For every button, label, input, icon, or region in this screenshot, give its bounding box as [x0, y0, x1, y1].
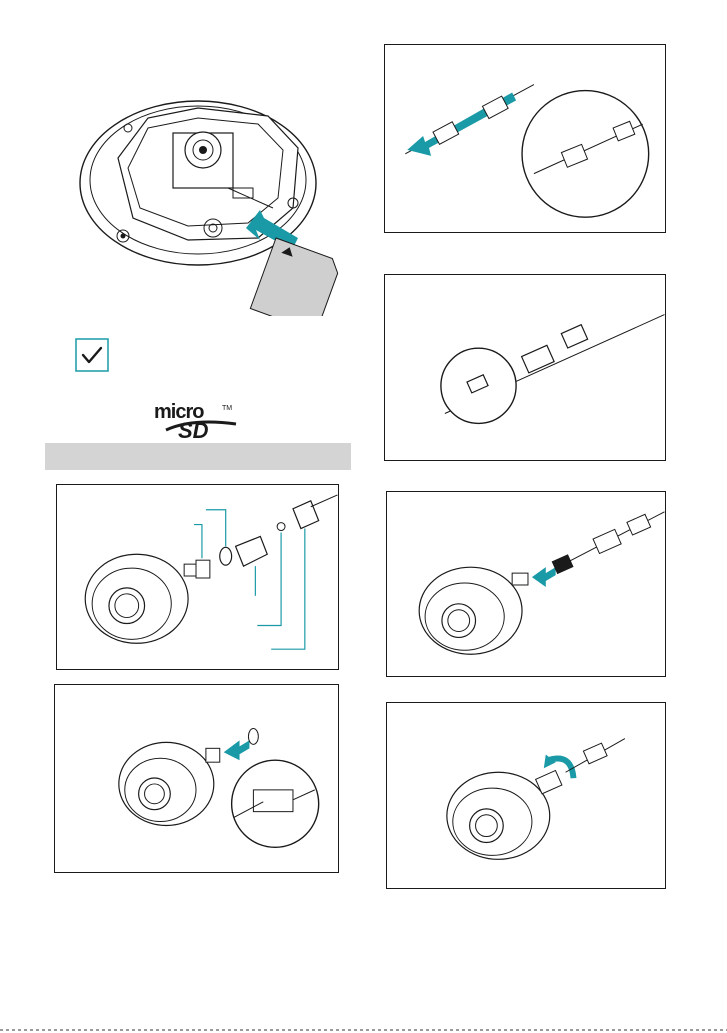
microsd-logo: micro TM SD: [152, 400, 242, 440]
page-edge-rule: [0, 1029, 727, 1031]
cable-gland-parts-figure: [56, 484, 339, 670]
connect-camera-figure: [386, 491, 666, 677]
checkmark-note-icon: [75, 338, 109, 372]
insert-washer-figure: [54, 684, 339, 873]
rj45-connector-figure: [384, 274, 666, 461]
strip-cable-figure: [384, 44, 666, 233]
microsd-trademark: TM: [222, 405, 232, 412]
tighten-gland-figure: [386, 702, 666, 889]
sd-card-insertion-figure: [78, 88, 358, 316]
section-heading-bar: [45, 443, 351, 470]
